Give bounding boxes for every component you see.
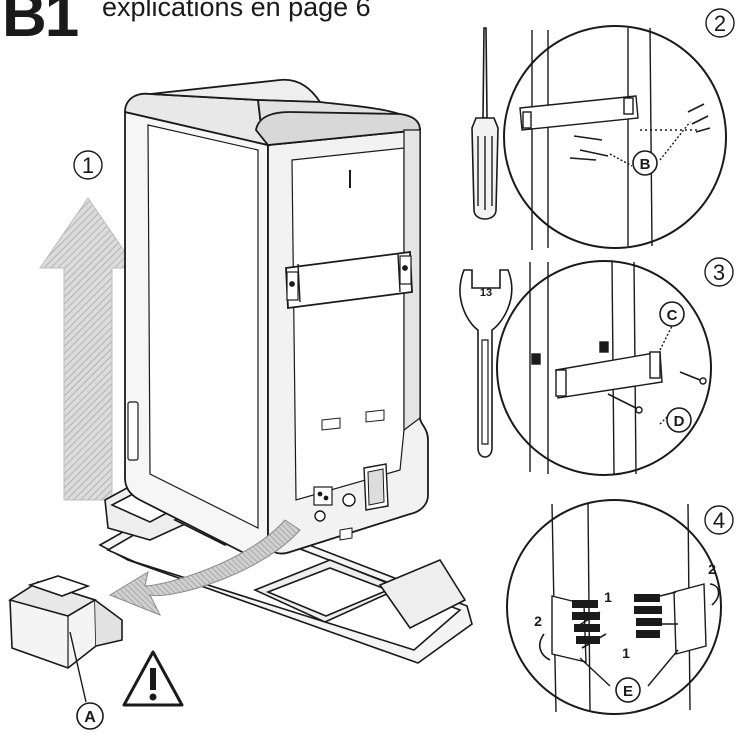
step-2-circle xyxy=(705,8,735,38)
part-d-label: D xyxy=(674,413,685,430)
wrench-icon xyxy=(459,269,513,458)
part-a-label: A xyxy=(84,709,96,726)
order-1-left: 1 xyxy=(604,589,612,605)
appliance-cabinet xyxy=(124,78,429,558)
diagram-caption: explications en page 6 xyxy=(102,0,371,22)
part-e-label: E xyxy=(623,683,633,700)
diagram-code: B1 xyxy=(2,0,79,50)
label-e-circle xyxy=(615,677,641,703)
step-1-number: 1 xyxy=(82,153,94,178)
part-b-label: B xyxy=(640,156,651,173)
step-4-number: 4 xyxy=(713,508,725,533)
part-a-foam-block xyxy=(8,575,123,669)
lift-arrow xyxy=(39,197,137,501)
label-b-circle xyxy=(632,150,658,176)
wrench-size-label: 13 xyxy=(480,287,492,299)
step-2-number: 2 xyxy=(714,11,726,36)
detail-2-view xyxy=(503,25,727,250)
label-d-circle xyxy=(666,407,692,433)
step-3-number: 3 xyxy=(713,260,725,285)
detail-3-view xyxy=(496,260,712,476)
cabinet-bracket xyxy=(285,250,413,310)
warning-icon xyxy=(122,650,184,707)
detail-4-view xyxy=(506,499,722,715)
order-2-right: 2 xyxy=(708,561,716,577)
step-1-circle xyxy=(73,150,103,180)
step-3-circle xyxy=(704,257,734,287)
order-1-right: 1 xyxy=(622,645,630,661)
label-a-circle xyxy=(76,702,104,730)
removal-arrow xyxy=(108,519,301,616)
step-4-circle xyxy=(704,505,734,535)
order-2-left: 2 xyxy=(534,613,542,629)
part-c-label: C xyxy=(667,307,678,324)
label-c-circle xyxy=(659,301,685,327)
screwdriver-icon xyxy=(471,27,499,220)
